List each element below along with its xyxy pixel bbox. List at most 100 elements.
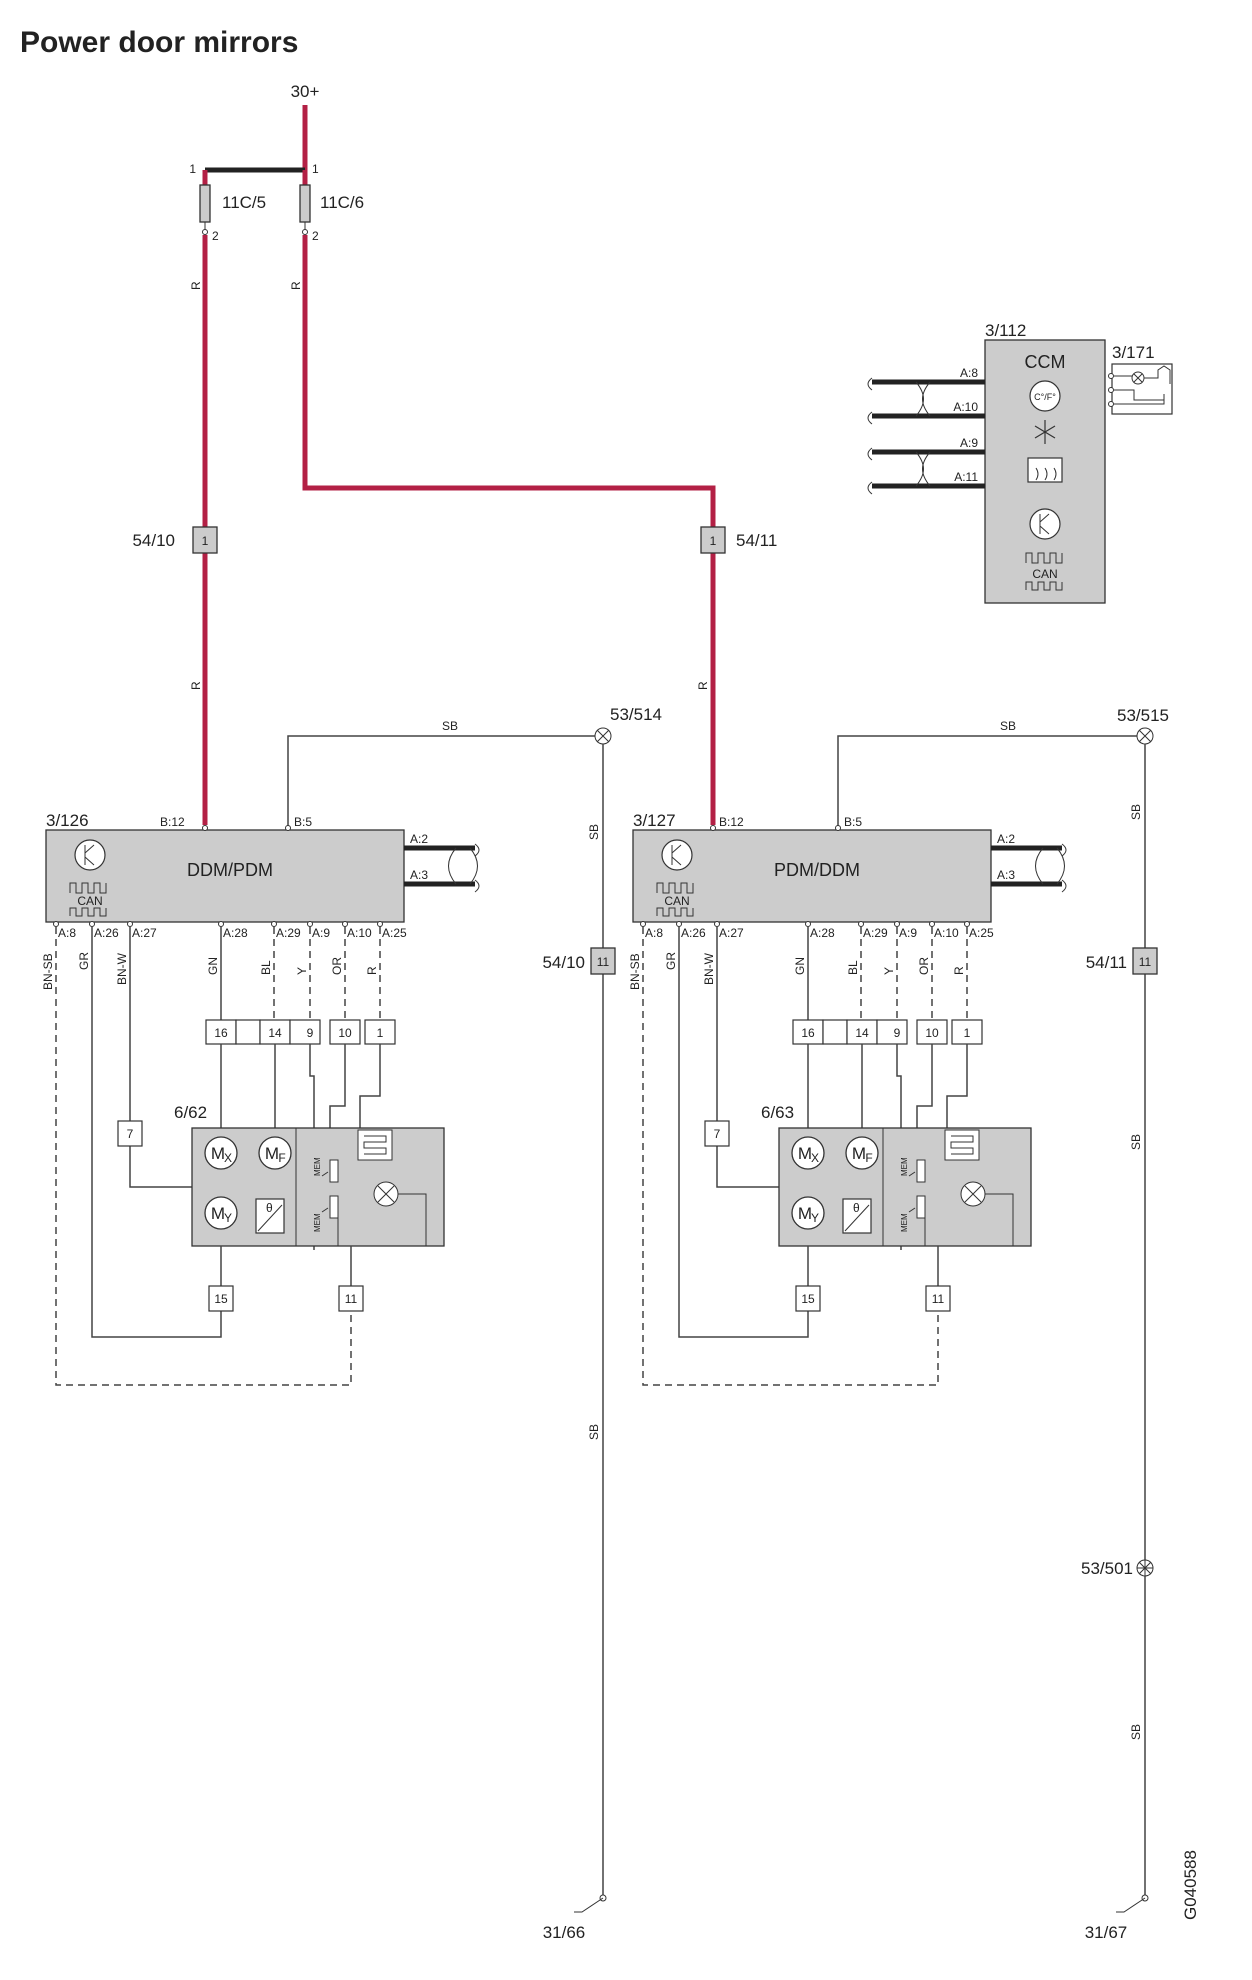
motor-x-icon: MX xyxy=(791,1136,825,1170)
fuse-11c5-label: 11C/5 xyxy=(222,193,266,212)
connector-pin-10: 10 xyxy=(925,1026,939,1040)
module-pin-a28: A:28 xyxy=(223,926,248,940)
sensor-3171-id: 3/171 xyxy=(1112,343,1155,362)
red-wire-right xyxy=(302,235,716,825)
connector-5411-top xyxy=(700,526,726,554)
connector-pin-16: 16 xyxy=(801,1026,815,1040)
figure-code: G040588 xyxy=(1181,1850,1200,1920)
wire-code-gr: GR xyxy=(77,952,91,970)
motor-y-icon: MY xyxy=(204,1196,238,1230)
connector-5411-gnd xyxy=(1132,947,1158,975)
module-pin-a29: A:29 xyxy=(863,926,888,940)
module-pin-a26: A:26 xyxy=(681,926,706,940)
ccm-temp-label: C°/F° xyxy=(1034,392,1056,402)
wire-code-bn-sb: BN-SB xyxy=(628,953,642,990)
ground-point-53501: 53/501 xyxy=(1081,1559,1133,1578)
wire-code-sb-3: SB xyxy=(587,1424,601,1440)
svg-text:MEM: MEM xyxy=(900,1157,909,1176)
module-pin-a9: A:9 xyxy=(899,926,917,940)
module-pin-a8: A:8 xyxy=(58,926,76,940)
mirror-pin-15-box xyxy=(795,1285,821,1312)
module-name: PDM/DDM xyxy=(774,860,860,880)
module-can-label: CAN xyxy=(664,894,689,908)
fuse-11c6-label: 11C/6 xyxy=(320,193,364,212)
svg-text:MEM: MEM xyxy=(313,1213,322,1232)
wire-code-gr: GR xyxy=(664,952,678,970)
fuse-11c6-pin-in: 1 xyxy=(312,162,319,176)
module-pin-a3: A:3 xyxy=(410,868,428,882)
can-icon: CAN xyxy=(656,882,694,917)
lamp-icon xyxy=(960,1181,986,1207)
ccm-module: 3/112 CCM A:8 A:10 A:9 A:11 C°/F° xyxy=(867,321,1173,604)
svg-text:M: M xyxy=(798,1144,812,1163)
mirror-pin-11-box xyxy=(338,1285,364,1312)
ccm-pin-1: A:8 xyxy=(960,366,978,380)
control-module-box xyxy=(632,829,992,923)
mirror-pin-11: 11 xyxy=(932,1292,945,1306)
ground-point-53514: 53/514 xyxy=(610,705,662,724)
wire-code-bl: BL xyxy=(259,960,273,975)
fuse-11c5 xyxy=(199,184,211,223)
module-id: 3/126 xyxy=(46,811,89,830)
connector-5411-gnd-label: 54/11 xyxy=(1086,953,1127,972)
can-icon: CAN xyxy=(1025,552,1063,591)
ground-point-53515: 53/515 xyxy=(1117,706,1169,725)
module-pin-a3: A:3 xyxy=(997,868,1015,882)
svg-text:MEM: MEM xyxy=(900,1213,909,1232)
svg-text:M: M xyxy=(852,1144,866,1163)
module-pin-b12: B:12 xyxy=(160,815,185,829)
module-group-left: 3/126 DDM/PDM CAN B:12 B:5 A:2 A:3 A:8 xyxy=(41,811,480,1386)
connector-strip xyxy=(205,1019,396,1045)
mirror-pin-11: 11 xyxy=(345,1292,358,1306)
wire-code-sb-2: SB xyxy=(587,824,601,840)
memory-potentiometer-icon: MEM MEM xyxy=(313,1157,339,1232)
module-pin-a8: A:8 xyxy=(645,926,663,940)
temperature-icon xyxy=(1029,380,1061,412)
wire-code-sb-7: SB xyxy=(1129,1724,1143,1740)
wire-code-sb-4: SB xyxy=(1000,719,1016,733)
wire-code-or: OR xyxy=(917,957,931,975)
can-icon: CAN xyxy=(69,882,107,917)
svg-text:X: X xyxy=(811,1151,819,1165)
svg-text:θ: θ xyxy=(266,1201,273,1215)
wire-code-r-4: R xyxy=(696,681,710,690)
ground-symbol-left xyxy=(574,1897,604,1913)
wire-code-or: OR xyxy=(330,957,344,975)
module-pin-a27: A:27 xyxy=(719,926,744,940)
ground-left: SB 53/514 SB SB 11 54/10 31/66 xyxy=(287,705,662,1942)
module-pin-a2: A:2 xyxy=(997,832,1015,846)
heated-window-icon xyxy=(1027,457,1063,483)
module-bus-twist xyxy=(448,843,480,893)
module-pin-a28: A:28 xyxy=(810,926,835,940)
wire-code-r-3: R xyxy=(289,281,303,290)
module-pin-a2: A:2 xyxy=(410,832,428,846)
wire-code-bn-w: BN-W xyxy=(115,952,129,985)
ccm-twist-2 xyxy=(915,451,931,487)
heater-element-icon xyxy=(944,1129,980,1161)
wire-sb-right-module xyxy=(837,735,1145,830)
module-pin-a10: A:10 xyxy=(347,926,372,940)
mirror-pin-11-box xyxy=(925,1285,951,1312)
connector-pin-16: 16 xyxy=(214,1026,228,1040)
module-pin-a25: A:25 xyxy=(969,926,994,940)
connector-pin-1: 1 xyxy=(964,1026,971,1040)
connector-5411-top-pin: 1 xyxy=(710,534,717,548)
connector-5410-top-pin: 1 xyxy=(202,534,209,548)
ground-right: SB 53/515 SB SB SB 11 54/11 53/501 31/67 xyxy=(837,706,1169,1942)
ground-symbol-right xyxy=(1116,1897,1146,1913)
module-bottom-pins xyxy=(53,921,383,927)
module-id: 3/127 xyxy=(633,811,676,830)
svg-text:F: F xyxy=(865,1151,872,1165)
connector-pin-10: 10 xyxy=(338,1026,352,1040)
wire-code-r: R xyxy=(365,966,379,975)
mirror-id: 6/63 xyxy=(761,1103,794,1122)
motor-y-icon: MY xyxy=(791,1196,825,1230)
mirror-pin-15: 15 xyxy=(214,1292,228,1306)
module-pin-a26: A:26 xyxy=(94,926,119,940)
module-name: DDM/PDM xyxy=(187,860,273,880)
supply-label: 30+ xyxy=(291,82,320,101)
connector-pin-9: 9 xyxy=(307,1026,314,1040)
